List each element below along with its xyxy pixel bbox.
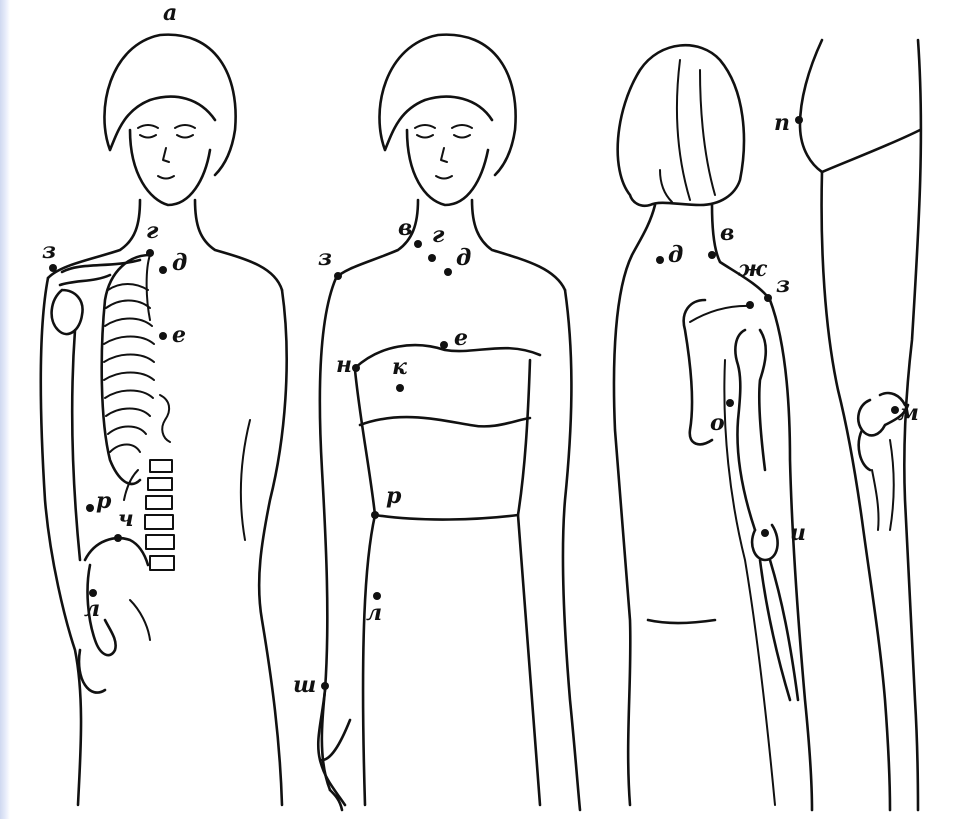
fig4-buttock bbox=[800, 40, 920, 172]
fig1-ribcage bbox=[102, 255, 170, 484]
fig3-label-o: о bbox=[710, 410, 725, 436]
fig1-point-e bbox=[159, 332, 167, 340]
fig2-hair bbox=[379, 35, 515, 175]
fig2-label-r: р bbox=[386, 483, 402, 509]
fig1-label-z: з bbox=[42, 238, 56, 264]
fig3-point-v bbox=[708, 251, 716, 259]
fig1-label-e: е bbox=[172, 322, 186, 348]
fig1-point-r bbox=[86, 504, 94, 512]
fig3-forearm bbox=[752, 525, 798, 700]
fig3-scapula-spine bbox=[690, 306, 752, 322]
fig2-label-z: з bbox=[318, 245, 332, 271]
fig1-arm-line bbox=[241, 420, 250, 540]
fig4-leg-front bbox=[822, 172, 890, 810]
fig1-eyes bbox=[138, 125, 195, 138]
fig2-eyes bbox=[415, 125, 472, 138]
fig1-label-l: л bbox=[84, 596, 100, 622]
fig1-nose-mouth bbox=[158, 148, 174, 179]
fig2-bodice-bottom bbox=[360, 417, 530, 426]
fig2-point-d bbox=[444, 268, 452, 276]
fig1-label-r: р bbox=[96, 488, 112, 514]
fig3-label-z: з bbox=[776, 272, 790, 298]
fig2-label-g: г bbox=[432, 222, 445, 248]
figure-front-dress: в г д з е н к р л ш bbox=[293, 35, 580, 810]
fig2-label-k: к bbox=[392, 354, 407, 380]
figure-front-skeleton: а з г д е р ч л bbox=[41, 0, 287, 805]
fig2-label-sh: ш bbox=[293, 672, 316, 698]
fig3-hair bbox=[618, 45, 744, 206]
fig3-label-zh: ж bbox=[738, 256, 768, 282]
fig2-right-side bbox=[563, 290, 580, 810]
fig1-humerus bbox=[52, 290, 83, 560]
fig2-point-k bbox=[396, 384, 404, 392]
fig4-label-p: п bbox=[774, 110, 790, 136]
fig3-label-v: в bbox=[720, 220, 734, 246]
fig3-point-i bbox=[761, 529, 769, 537]
fig1-label-ch: ч bbox=[118, 506, 134, 532]
fig3-neck-left bbox=[614, 205, 655, 805]
fig2-point-l bbox=[373, 592, 381, 600]
fig1-point-g bbox=[146, 249, 154, 257]
fig4-label-m: м bbox=[898, 400, 919, 426]
fig1-point-d bbox=[159, 266, 167, 274]
fig3-neck-right bbox=[712, 205, 812, 810]
fig3-arm-outline bbox=[724, 360, 775, 805]
fig1-torso-left bbox=[41, 278, 81, 805]
fig1-label-a: а bbox=[163, 0, 177, 26]
fig1-hair bbox=[104, 35, 235, 175]
fig3-label-i: и bbox=[790, 520, 806, 546]
fig2-neck-shoulders bbox=[336, 200, 565, 290]
figure-back-view: д в ж з о и bbox=[614, 45, 812, 810]
fig1-label-d: д bbox=[172, 250, 187, 276]
fig1-face bbox=[130, 130, 210, 205]
fig4-knee-detail bbox=[872, 440, 894, 530]
fig3-humerus bbox=[735, 330, 765, 530]
fig4-point-p bbox=[795, 116, 803, 124]
fig2-point-g bbox=[428, 254, 436, 262]
fig2-label-e: е bbox=[454, 325, 468, 351]
fig3-scapula bbox=[684, 300, 712, 444]
fig2-label-l: л bbox=[366, 600, 382, 626]
fig2-label-n: н bbox=[336, 352, 352, 378]
fig3-waist bbox=[648, 620, 715, 623]
fig2-point-r bbox=[371, 511, 379, 519]
fig2-left-body bbox=[355, 370, 375, 805]
fig2-point-e bbox=[440, 341, 448, 349]
fig2-label-v: в bbox=[398, 215, 412, 241]
fig2-face bbox=[407, 130, 488, 205]
fig2-point-z bbox=[334, 272, 342, 280]
fig1-point-ch bbox=[114, 534, 122, 542]
fig2-label-d: д bbox=[456, 245, 471, 271]
fig2-right-body bbox=[518, 360, 540, 805]
fig1-point-z bbox=[49, 264, 57, 272]
fig1-torso-right bbox=[259, 290, 287, 805]
fig3-point-d bbox=[656, 256, 664, 264]
fig3-point-z bbox=[764, 294, 772, 302]
fig2-bodice-top bbox=[355, 345, 540, 368]
fig1-label-g: г bbox=[146, 218, 159, 244]
fig2-point-v bbox=[414, 240, 422, 248]
fig2-point-n bbox=[352, 364, 360, 372]
fig3-point-o bbox=[726, 399, 734, 407]
fig2-point-sh bbox=[321, 682, 329, 690]
fig1-neck-shoulders bbox=[48, 200, 282, 290]
fig3-label-d: д bbox=[668, 242, 683, 268]
fig1-femur bbox=[130, 600, 150, 640]
fig2-nose-mouth bbox=[436, 148, 452, 179]
fig3-point-zh bbox=[746, 301, 754, 309]
fig3-hair-strands bbox=[660, 60, 715, 202]
fig2-waist bbox=[375, 515, 518, 520]
